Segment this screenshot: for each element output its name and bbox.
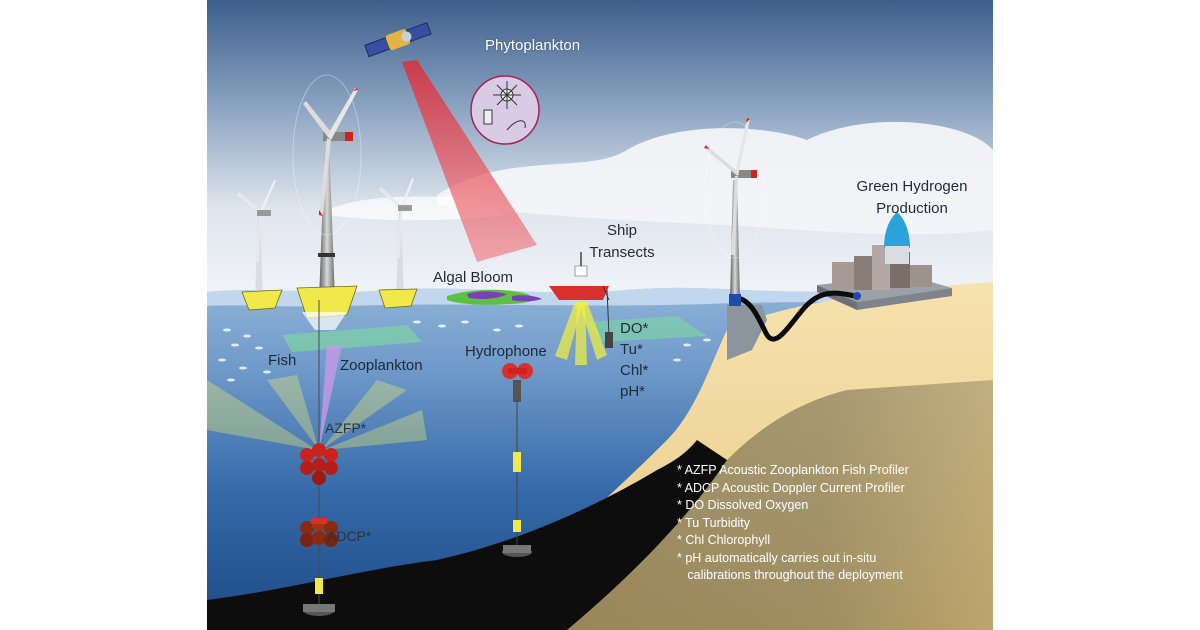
- factory-icon: [832, 212, 932, 290]
- ship-icon: [549, 252, 610, 301]
- seabed-slope: [567, 380, 993, 630]
- legend-item: * Tu Turbidity: [677, 515, 750, 530]
- ship-transects-label: Ship Transects: [589, 222, 655, 261]
- wind-turbine-icon: [292, 74, 362, 300]
- buoy-icon: [300, 443, 338, 485]
- phytoplankton-label: Phytoplankton: [485, 37, 581, 54]
- fish-label: Fish: [268, 352, 297, 369]
- ocean-monitoring-diagram: Phytoplankton Green Hydrogen Production …: [207, 0, 993, 630]
- green-hydrogen-label: Green Hydrogen Production: [856, 178, 968, 217]
- algal-bloom: [447, 289, 542, 305]
- plankton-patch: [587, 316, 707, 342]
- legend-item: calibrations throughout the deployment: [677, 568, 903, 582]
- parameter-do: DO*: [620, 320, 649, 337]
- hydrophone-label: Hydrophone: [465, 343, 547, 360]
- hydrophone-icon: [502, 363, 533, 379]
- legend-item: * pH automatically carries out in-situ: [677, 550, 877, 565]
- legend-item: * Chl Chlorophyll: [677, 533, 771, 547]
- satellite-icon: [364, 22, 432, 58]
- power-cable: [736, 290, 856, 342]
- wind-turbine-icon: [379, 178, 414, 300]
- legend: * AZFP Acoustic Zooplankton Fish Profile…: [677, 462, 909, 585]
- zooplankton-label: Zooplankton: [340, 357, 423, 374]
- parameter-tu: Tu*: [620, 341, 643, 358]
- scene-illustration: [207, 0, 993, 630]
- seabed: [207, 440, 727, 630]
- buoy-icon: [300, 517, 338, 547]
- acoustic-beams: [207, 345, 427, 450]
- parameter-chl: Chl*: [620, 362, 649, 379]
- ctd-instrument-icon: [605, 332, 613, 348]
- phytoplankton-icon: [470, 75, 540, 145]
- azfp-label: AZFP*: [325, 420, 367, 436]
- fish-icon: [218, 320, 711, 382]
- legend-item: * ADCP Acoustic Doppler Current Profiler: [677, 480, 905, 495]
- hydrogen-tank: [884, 212, 910, 248]
- water-parameters: DO* Tu* Chl* pH*: [620, 318, 648, 402]
- floating-platform: [241, 285, 418, 319]
- cloud: [437, 121, 993, 235]
- algal-bloom-label: Algal Bloom: [433, 269, 514, 286]
- satellite-beam: [402, 60, 537, 262]
- legend-item: * DO Dissolved Oxygen: [677, 498, 809, 512]
- wind-turbine-icon: [237, 180, 276, 300]
- wind-turbine-icon: [704, 118, 766, 306]
- adcp-label: ADCP*: [327, 528, 372, 544]
- legend-item: * AZFP Acoustic Zooplankton Fish Profile…: [677, 463, 909, 477]
- zooplankton-patch: [282, 325, 422, 352]
- parameter-ph: pH*: [620, 383, 646, 400]
